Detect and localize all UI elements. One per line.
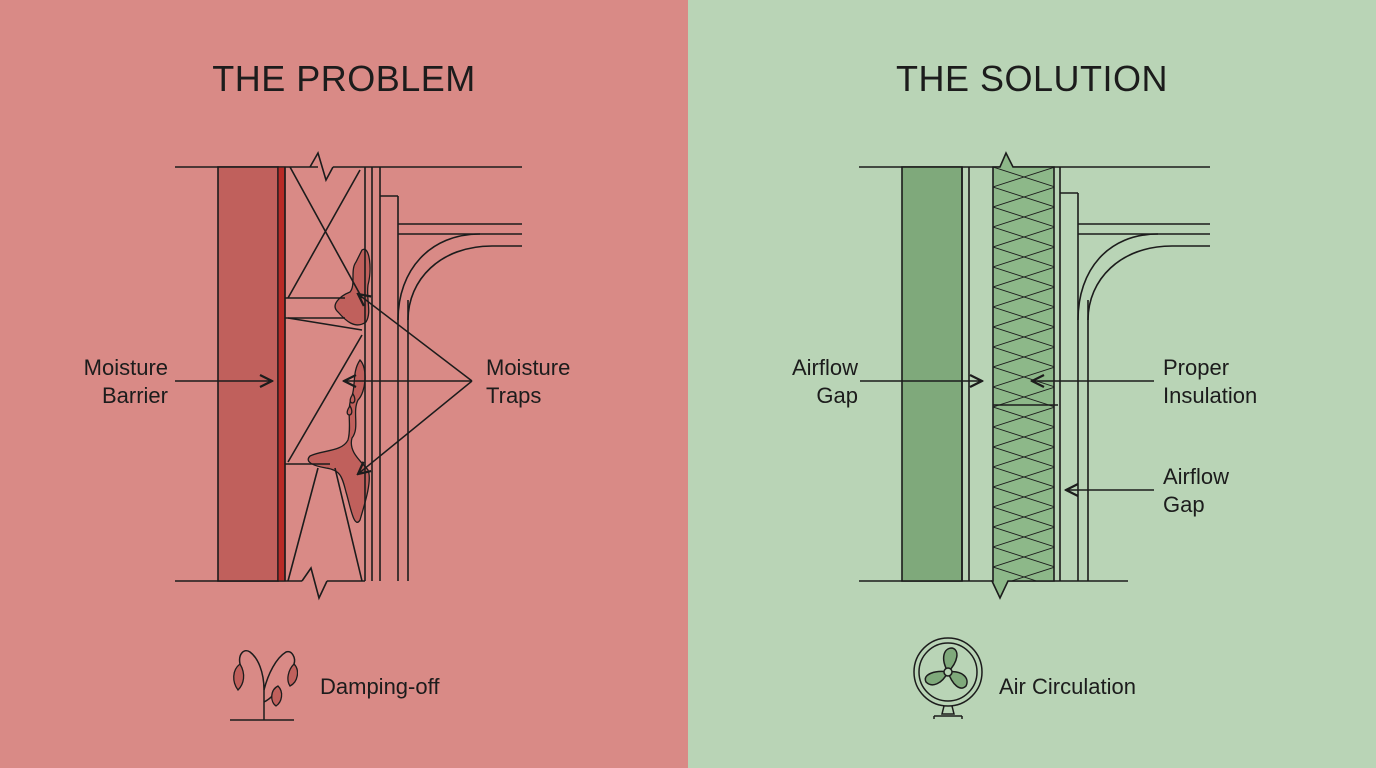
moisture-trap-arrow-upper (358, 294, 473, 382)
moisture-barrier-label: Moisture Barrier (83, 355, 168, 408)
moisture-traps-label: Moisture Traps (486, 355, 571, 408)
outer-sheathing-block (901, 166, 963, 582)
proper-insulation-label: Proper Insulation (1163, 355, 1258, 408)
water-drop-1 (349, 392, 356, 404)
wilting-plant-icon (230, 650, 298, 721)
problem-title: THE PROBLEM (212, 58, 476, 99)
airflow-gap-left-label: Airflow Gap (791, 355, 858, 408)
problem-panel: THE PROBLEM (0, 0, 688, 768)
moisture-blob-middle (307, 358, 370, 523)
air-circulation-caption: Air Circulation (999, 674, 1136, 699)
solution-panel: THE SOLUTION (688, 0, 1376, 768)
moisture-trap-arrow-lower (358, 380, 473, 474)
solution-wall-diagram (859, 151, 1210, 600)
moisture-barrier-block (217, 166, 279, 582)
damping-off-caption: Damping-off (320, 674, 440, 699)
problem-wall-diagram (175, 150, 522, 601)
solution-title: THE SOLUTION (895, 58, 1169, 99)
water-drop-2 (346, 404, 353, 416)
airflow-gap-right-label: Airflow Gap (1163, 464, 1230, 517)
fan-icon (913, 637, 983, 719)
